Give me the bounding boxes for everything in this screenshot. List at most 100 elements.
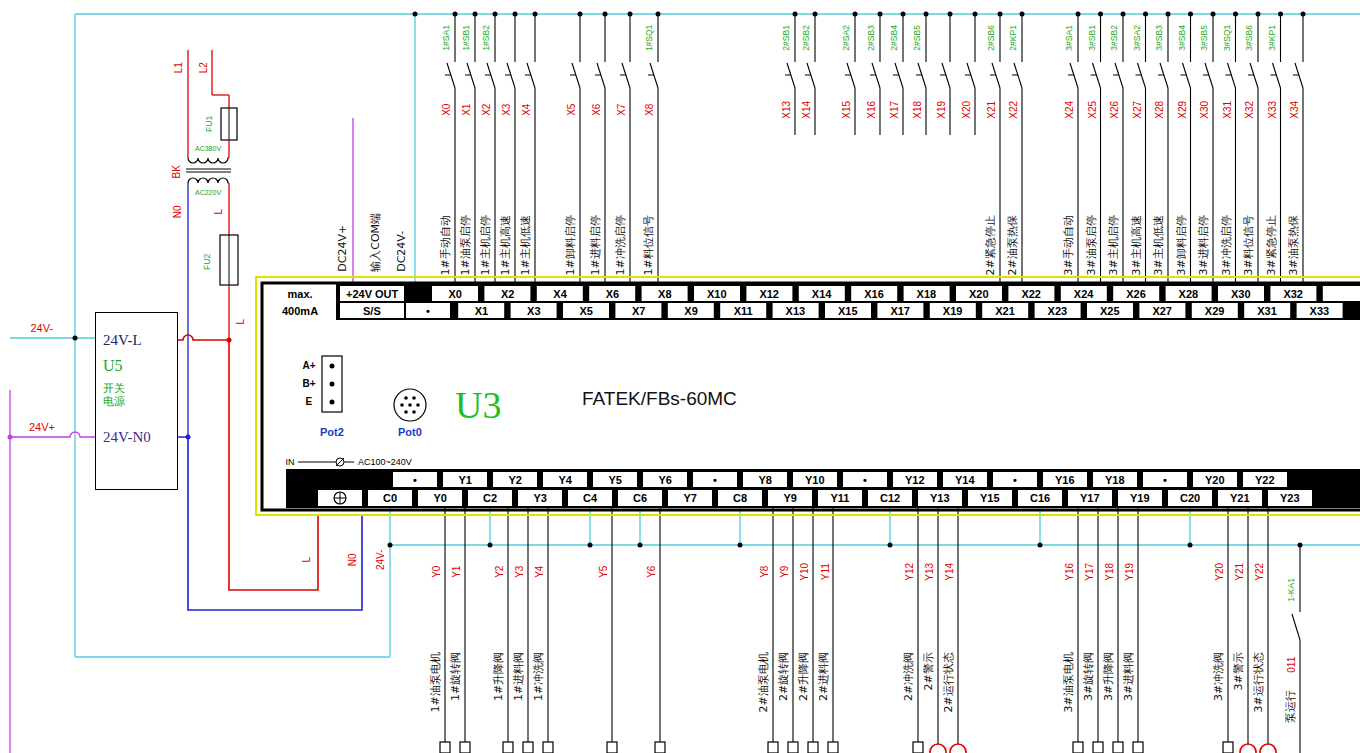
wire: [949, 14, 950, 62]
wire: [1077, 508, 1078, 742]
signal-name: 1#油泵电机: [430, 652, 443, 712]
wire-number: X15: [841, 101, 853, 119]
wire: [792, 508, 793, 742]
signal-name: 1#卸料启停: [565, 215, 578, 275]
coil-symbol: [913, 742, 923, 753]
power-input-label: IN: [286, 457, 295, 467]
terminal-label: X33: [1310, 305, 1330, 318]
power-wire: [178, 335, 318, 590]
terminal-label: Y9: [784, 492, 797, 505]
transformer-coil: [188, 178, 229, 183]
port-pin: [330, 364, 335, 369]
wire-number: X6: [591, 104, 603, 116]
wire: [925, 14, 926, 62]
coil-symbol: [768, 742, 778, 753]
terminal-cell: [593, 472, 637, 487]
fuse-element: [229, 235, 230, 285]
voltage-label: AC220V: [195, 189, 221, 197]
terminal-cell: [1244, 303, 1290, 318]
signal-name: 1#进料阀: [513, 652, 526, 701]
terminal-cell: [443, 472, 487, 487]
wire: [454, 88, 455, 284]
terminal-label: Y13: [930, 492, 950, 505]
part-name: 2#SB5: [913, 25, 923, 51]
wire: [772, 508, 773, 742]
wire: [659, 508, 660, 742]
switch-actuator: [965, 75, 971, 76]
terminal-cell: [877, 303, 923, 318]
wire-label: 24V+: [29, 421, 55, 434]
terminal-label: X21: [995, 305, 1015, 318]
switch-actuator: [1068, 75, 1074, 76]
terminal-label: Y7: [684, 492, 697, 505]
wire-number: Y14: [944, 563, 956, 581]
terminal-cell: [1035, 303, 1081, 318]
wire: [507, 508, 508, 742]
terminal-cell: [1061, 286, 1107, 301]
wire: [1097, 508, 1098, 742]
wire-number: X16: [866, 101, 878, 119]
switch-actuator: [1293, 75, 1299, 76]
terminal-label: Y18: [1105, 474, 1125, 487]
wire-number: Y21: [1234, 563, 1246, 581]
wire: [629, 88, 630, 284]
terminal-cell: [406, 303, 450, 318]
wire: [1145, 14, 1146, 62]
terminal-label: X11: [734, 305, 753, 318]
wire-number: X1: [461, 104, 473, 116]
rating-label: max.: [288, 288, 313, 301]
wire: [639, 508, 640, 545]
rating-label: 400mA: [282, 305, 318, 318]
wire: [879, 14, 880, 62]
terminal-cell: [418, 490, 462, 506]
fuse-symbol: [220, 235, 238, 285]
wire: [589, 508, 590, 545]
wire-label: L: [301, 557, 313, 563]
pin-name: A+: [303, 360, 316, 372]
port-pin: [408, 403, 412, 407]
terminal-cell: [468, 490, 512, 506]
wire-number: X20: [961, 101, 973, 119]
signal-name: 3#进料启停: [1198, 215, 1211, 275]
terminal-cell: [1118, 490, 1162, 506]
wire-label: L2: [197, 62, 209, 73]
terminal-label: Y6: [659, 474, 672, 487]
wire: [212, 94, 229, 95]
terminal-cell: [518, 490, 562, 506]
terminal-cell: [1143, 472, 1187, 487]
switch-actuator: [845, 75, 851, 76]
port-pin: [330, 400, 335, 405]
terminal-label: •: [413, 474, 417, 487]
terminal-label: X8: [658, 288, 671, 301]
signal-name: 输入COM端: [370, 213, 383, 272]
terminal-cell: [568, 490, 612, 506]
wire-number: Y4: [534, 566, 546, 578]
switch-actuator: [1181, 75, 1187, 76]
wire-number: X24: [1064, 101, 1076, 119]
wire: [1137, 508, 1138, 742]
terminal-label: Y5: [609, 474, 622, 487]
switch-actuator: [445, 75, 451, 76]
terminal-label: Y15: [980, 492, 1000, 505]
terminal-cell: [1192, 303, 1238, 318]
terminal-label: X25: [1100, 305, 1120, 318]
wire: [75, 656, 390, 657]
wire: [474, 14, 475, 62]
wire-number: Y18: [1104, 563, 1116, 581]
terminal-cell: [1093, 472, 1137, 487]
terminal-label: X24: [1074, 288, 1094, 301]
part-name: 2#SA2: [842, 25, 852, 51]
terminal-cell: [982, 303, 1028, 318]
coil-symbol: [523, 742, 533, 753]
node-text: U5: [103, 357, 123, 375]
terminal-label: C6: [633, 492, 647, 505]
signal-name: 1#主机高速: [500, 215, 513, 275]
part-name: 2#SB2: [802, 25, 812, 51]
wire-number: Y19: [1124, 563, 1136, 581]
terminal-label: •: [426, 305, 430, 318]
junction-dot: [8, 435, 13, 440]
terminal-cell: [642, 286, 688, 301]
terminal-cell: [693, 472, 737, 487]
wire: [999, 14, 1000, 62]
wire: [1021, 14, 1022, 62]
